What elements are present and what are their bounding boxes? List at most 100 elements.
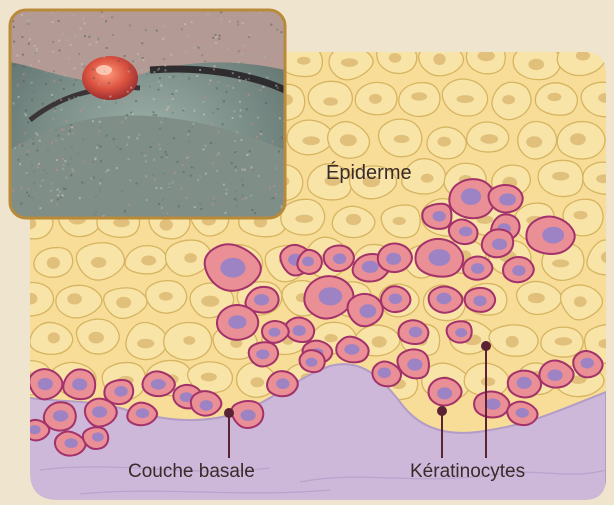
- photo-grain: [38, 163, 40, 165]
- photo-grain: [231, 33, 233, 35]
- photo-grain: [115, 102, 117, 104]
- photo-grain: [172, 112, 174, 114]
- photo-grain: [52, 97, 54, 99]
- photo-grain: [81, 63, 83, 65]
- photo-grain: [240, 109, 242, 111]
- keratinocyte-nucleus: [362, 261, 379, 273]
- photo-grain: [224, 212, 226, 214]
- keratinocyte-nucleus: [548, 370, 563, 381]
- photo-grain: [153, 98, 155, 100]
- keratinocyte-nucleus: [53, 410, 68, 421]
- photo-grain: [59, 191, 61, 193]
- photo-grain: [158, 143, 160, 145]
- photo-grain: [236, 42, 238, 44]
- photo-grain: [95, 211, 97, 213]
- photo-grain: [204, 97, 206, 99]
- photo-grain: [248, 36, 250, 38]
- photo-grain: [21, 14, 23, 16]
- photo-grain: [248, 78, 250, 80]
- photo-grain: [223, 101, 225, 103]
- photo-grain: [211, 124, 213, 126]
- photo-grain: [273, 197, 275, 199]
- photo-grain: [214, 65, 216, 67]
- photo-grain: [237, 24, 239, 26]
- photo-grain: [128, 71, 130, 73]
- photo-grain: [60, 79, 62, 81]
- photo-grain: [26, 20, 28, 22]
- photo-grain: [36, 149, 38, 151]
- photo-grain: [236, 205, 238, 207]
- keratinocyte-nucleus: [389, 294, 402, 305]
- photo-grain: [70, 44, 72, 46]
- photo-grain: [100, 179, 102, 181]
- photo-grain: [128, 158, 130, 160]
- photo-grain: [27, 151, 29, 153]
- photo-grain: [91, 177, 93, 179]
- photo-grain: [165, 151, 167, 153]
- photo-grain: [175, 90, 177, 92]
- photo-grain: [241, 180, 243, 182]
- photo-grain: [159, 77, 161, 79]
- photo-grain: [92, 120, 94, 122]
- photo-grain: [31, 82, 33, 84]
- keratinocyte-nucleus: [64, 438, 77, 448]
- photo-grain: [24, 113, 26, 115]
- epidermis-cell-nucleus: [183, 336, 195, 345]
- epidermis-cell-nucleus: [25, 293, 37, 304]
- epidermis-cell-nucleus: [201, 373, 217, 382]
- epidermis-cell-nucleus: [394, 135, 410, 143]
- photo-grain: [194, 167, 196, 169]
- epidermis-cell-nucleus: [250, 377, 264, 387]
- photo-grain: [252, 169, 254, 171]
- photo-grain: [29, 38, 31, 40]
- photo-grain: [259, 89, 261, 91]
- photo-grain: [185, 52, 187, 54]
- photo-grain: [172, 98, 174, 100]
- photo-grain: [98, 106, 100, 108]
- photo-grain: [203, 114, 205, 116]
- photo-grain: [144, 155, 146, 157]
- photo-grain: [183, 171, 185, 173]
- keratinocyte-nucleus: [360, 304, 377, 318]
- photo-grain: [92, 68, 94, 70]
- photo-grain: [67, 163, 69, 165]
- photo-grain: [149, 86, 151, 88]
- lesion-photo: [10, 10, 287, 220]
- photo-grain: [245, 89, 247, 91]
- photo-grain: [136, 183, 138, 185]
- photo-grain: [42, 103, 44, 105]
- photo-grain: [106, 47, 108, 49]
- photo-grain: [58, 135, 60, 137]
- keratinocyte-nucleus: [92, 432, 104, 441]
- photo-grain: [235, 170, 237, 172]
- photo-grain: [79, 197, 81, 199]
- epidermis-cell-nucleus: [574, 296, 587, 307]
- photo-grain: [13, 26, 15, 28]
- photo-grain: [160, 122, 162, 124]
- keratinocyte-nucleus: [333, 253, 346, 264]
- photo-grain: [194, 47, 196, 49]
- photo-grain: [158, 68, 160, 70]
- photo-grain: [25, 109, 27, 111]
- photo-grain: [232, 117, 234, 119]
- photo-grain: [61, 138, 63, 140]
- photo-grain: [234, 198, 236, 200]
- photo-grain: [57, 198, 59, 200]
- photo-grain: [28, 43, 30, 45]
- keratinocyte-nucleus: [29, 425, 41, 434]
- photo-grain: [44, 169, 46, 171]
- photo-grain: [27, 188, 29, 190]
- photo-grain: [13, 41, 15, 43]
- photo-grain: [39, 14, 41, 16]
- epidermis-cell-nucleus: [437, 137, 451, 147]
- photo-grain: [126, 114, 128, 116]
- photo-grain: [32, 16, 34, 18]
- photo-grain: [155, 187, 157, 189]
- photo-grain: [80, 110, 82, 112]
- photo-grain: [64, 160, 66, 162]
- photo-grain: [167, 143, 169, 145]
- photo-grain: [231, 48, 233, 50]
- photo-grain: [70, 124, 72, 126]
- photo-grain: [205, 173, 207, 175]
